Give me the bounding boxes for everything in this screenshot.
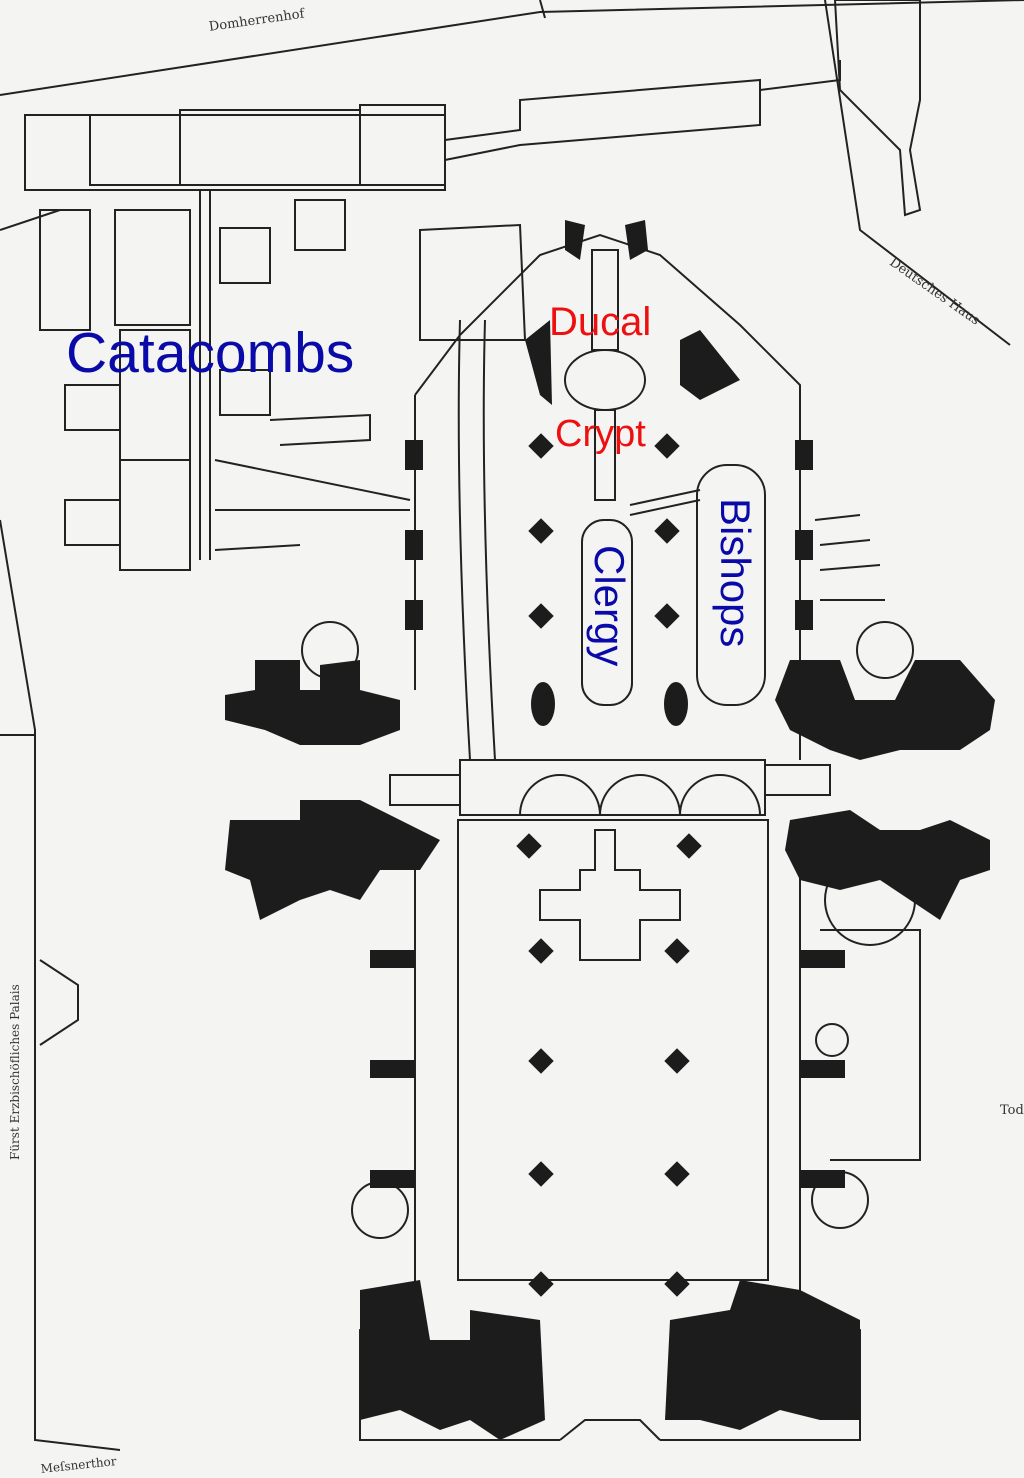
clergy-vault: [581, 519, 633, 706]
transept-tower-nw: [225, 660, 400, 745]
stair: [389, 774, 461, 806]
transept-tower-ne: [775, 660, 995, 760]
room: [359, 104, 446, 186]
round-chapel: [856, 621, 914, 679]
boundary-line: [0, 519, 121, 1451]
transept-tower-sw: [225, 800, 440, 920]
room: [24, 114, 446, 191]
choir-pier: [405, 600, 423, 630]
choir-pier: [795, 600, 813, 630]
nave-pier: [654, 518, 680, 544]
nave-buttress: [370, 950, 415, 968]
room: [64, 499, 121, 546]
corridor: [214, 544, 301, 551]
room: [89, 114, 181, 186]
nave-pier: [664, 1161, 690, 1187]
corridor: [269, 413, 371, 446]
choir-buttress: [525, 320, 552, 405]
label-catacombs: Catacombs: [66, 321, 355, 385]
transept-tower-se: [785, 810, 990, 920]
crypt-passage: [482, 319, 496, 761]
nave-pier: [528, 603, 554, 629]
choir-pier: [795, 530, 813, 560]
nave-buttress: [800, 1170, 845, 1188]
choir-buttress: [680, 330, 740, 400]
vault-arc: [519, 774, 761, 816]
crypt-passage: [457, 319, 471, 761]
choir-pier: [795, 440, 813, 470]
room: [219, 369, 271, 416]
nave-buttress: [800, 950, 845, 968]
choir-pier: [405, 440, 423, 470]
tower: [833, 0, 922, 217]
side-rooms: [820, 929, 921, 1161]
boundary-line: [0, 209, 61, 231]
crypt-shaft: [594, 409, 616, 501]
nave-buttress: [800, 1060, 845, 1078]
nave-pier: [528, 1048, 554, 1074]
crypt-shaft: [591, 249, 619, 351]
nave-pier: [664, 1048, 690, 1074]
nave-pier: [664, 1271, 690, 1297]
nave-pier: [528, 938, 554, 964]
boundary-line: [824, 0, 1011, 346]
choir-pier: [405, 530, 423, 560]
nave-buttress: [370, 1170, 415, 1188]
nave-buttress: [370, 1060, 415, 1078]
choir-buttress: [625, 220, 648, 260]
nave-pier: [676, 833, 702, 859]
nave-pier: [528, 433, 554, 459]
label-crypt: Crypt: [555, 413, 646, 455]
apse-pier: [531, 682, 555, 726]
corridor: [199, 190, 211, 560]
room: [294, 199, 346, 251]
bishops-vault: [696, 464, 766, 706]
street-label-palais: Fürst Erzbischöfliches Palais: [8, 984, 22, 1160]
nave-pier: [654, 433, 680, 459]
room: [179, 109, 361, 186]
nave-pier: [528, 518, 554, 544]
room: [114, 209, 191, 326]
corridor: [629, 489, 701, 516]
round-chapel: [351, 1181, 409, 1239]
corridor: [214, 459, 411, 511]
room: [39, 209, 91, 331]
label-ducal: Ducal: [549, 300, 652, 344]
stair: [764, 764, 831, 796]
room: [219, 227, 271, 284]
angled-walls: [814, 514, 885, 601]
transept: [459, 759, 766, 816]
label-bishops: Bishops: [712, 498, 759, 648]
spiral-stair: [815, 1023, 849, 1057]
nave-front: [559, 1419, 661, 1441]
room: [64, 384, 121, 431]
corridor: [759, 60, 841, 91]
apse-pier: [664, 682, 688, 726]
boundary-line: [39, 959, 79, 1046]
nave-wall: [457, 819, 769, 1281]
street-label-tod: Tod: [1000, 1103, 1024, 1118]
nave-pier: [664, 938, 690, 964]
front-tower-left: [360, 1280, 545, 1440]
boundary-line: [539, 0, 546, 19]
cross-crypt: [539, 829, 681, 961]
corridor: [444, 78, 761, 161]
choir-buttress: [565, 220, 585, 260]
label-clergy: Clergy: [586, 545, 633, 667]
room: [119, 459, 191, 571]
nave-pier: [528, 1271, 554, 1297]
ducal-crypt: [564, 349, 646, 411]
front-tower-right: [665, 1280, 860, 1430]
nave-pier: [516, 833, 542, 859]
boundary-line: [0, 0, 1024, 96]
nave-pier: [528, 1161, 554, 1187]
nave-pier: [654, 603, 680, 629]
